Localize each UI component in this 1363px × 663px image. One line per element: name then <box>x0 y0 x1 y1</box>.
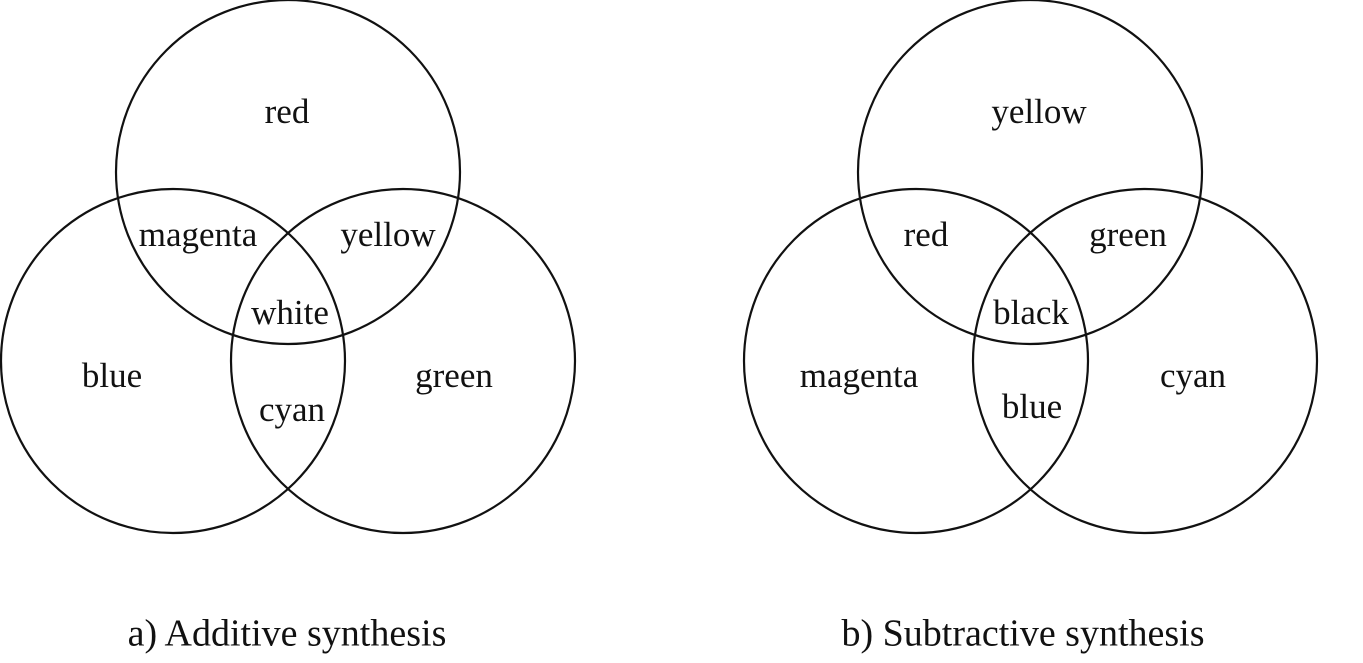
subtractive-label-top: yellow <box>991 92 1087 131</box>
additive-label-left: blue <box>82 356 142 395</box>
subtractive-venn-diagram: yellow red green black magenta cyan blue… <box>742 0 1319 655</box>
additive-label-center: white <box>251 293 329 332</box>
additive-circle-right <box>229 187 577 535</box>
additive-venn-diagram: red magenta yellow white blue green cyan… <box>0 0 577 655</box>
subtractive-label-top-right: green <box>1089 215 1167 254</box>
subtractive-circle-right <box>971 187 1319 535</box>
additive-circle-left <box>0 187 347 535</box>
subtractive-circle-left <box>742 187 1090 535</box>
additive-circle-top <box>114 0 462 346</box>
subtractive-label-right: cyan <box>1160 356 1226 395</box>
subtractive-label-left: magenta <box>800 356 919 395</box>
additive-label-top-left: magenta <box>139 215 258 254</box>
additive-label-top: red <box>265 92 310 131</box>
subtractive-caption: b) Subtractive synthesis <box>841 613 1204 655</box>
subtractive-label-bottom: blue <box>1002 387 1062 426</box>
additive-label-top-right: yellow <box>340 215 436 254</box>
additive-caption: a) Additive synthesis <box>128 613 447 655</box>
additive-label-bottom: cyan <box>259 390 325 429</box>
subtractive-circle-top <box>856 0 1204 346</box>
subtractive-label-center: black <box>993 293 1069 332</box>
additive-label-right: green <box>415 356 493 395</box>
subtractive-label-top-left: red <box>904 215 949 254</box>
